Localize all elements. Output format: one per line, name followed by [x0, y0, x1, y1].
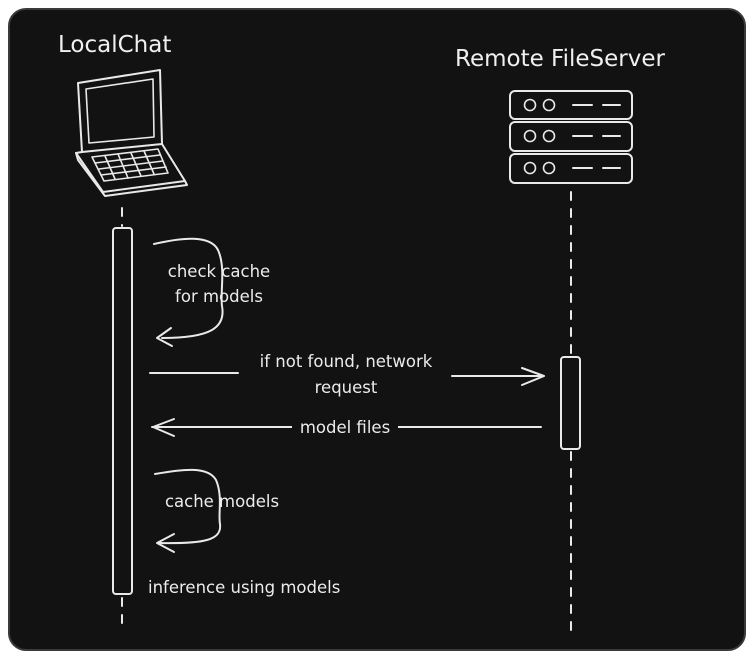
cache-models-self-arrow	[154, 468, 222, 553]
localchat-activation-bar	[112, 227, 133, 595]
check-cache-self-arrow	[153, 237, 224, 347]
fileserver-activation-bar	[560, 356, 581, 450]
check-cache-label-line1: check cache	[168, 262, 270, 281]
inference-label: inference using models	[148, 578, 340, 597]
network-request-label-line2: request	[315, 378, 378, 397]
participant-fileserver-title: Remote FileServer	[455, 46, 666, 72]
participant-localchat-title: LocalChat	[58, 32, 171, 58]
cache-models-label: cache models	[165, 492, 279, 511]
server-rack-icon	[509, 90, 633, 184]
check-cache-label-line2: for models	[175, 287, 263, 306]
network-request-label-line1: if not found, network	[260, 352, 433, 371]
model-files-label: model files	[300, 418, 390, 437]
network-request-arrow	[149, 367, 545, 386]
laptop-icon	[75, 69, 188, 197]
